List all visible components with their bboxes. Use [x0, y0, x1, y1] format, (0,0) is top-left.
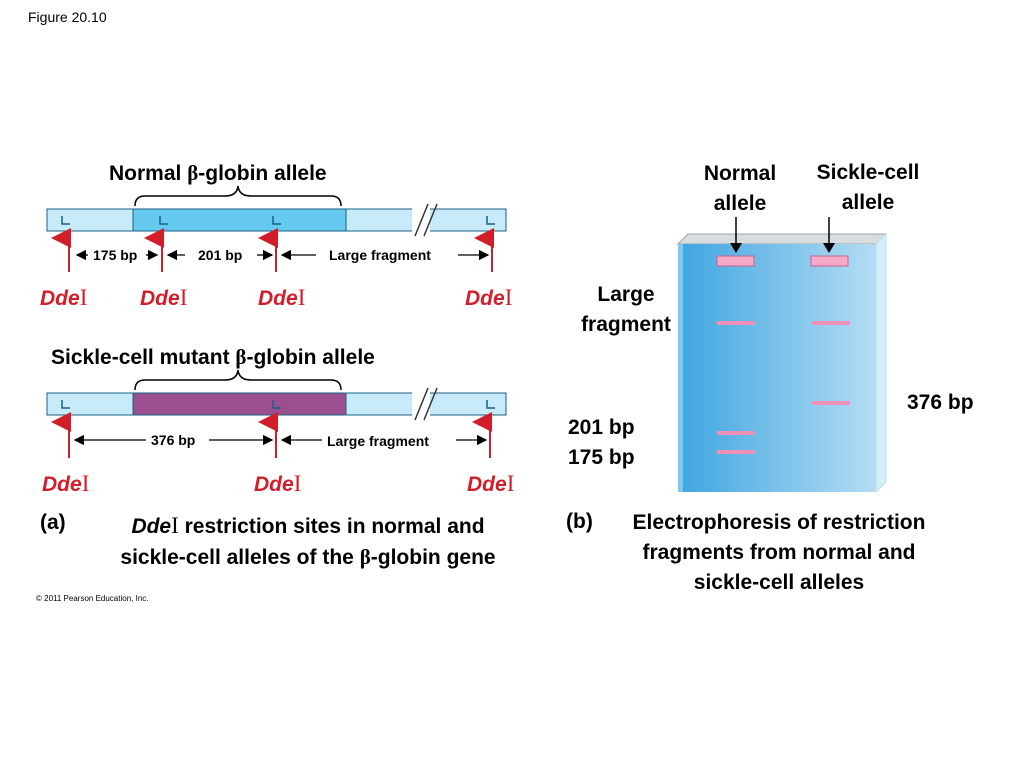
sickle-title-beta: β: [235, 345, 247, 369]
normal-site-arrows: [51, 228, 494, 272]
band-sickle-376: [812, 401, 850, 405]
enzyme-roman: I: [506, 471, 515, 496]
caption-a-line2-suffix: -globin gene: [370, 546, 496, 569]
band-normal-175: [717, 450, 755, 454]
label-175-bp: 175 bp: [568, 446, 635, 469]
normal-fragment-201: 201 bp: [198, 247, 243, 263]
lane-normal-line2: allele: [713, 192, 767, 215]
band-normal-large: [717, 321, 755, 325]
normal-fragment-large: Large fragment: [329, 247, 431, 263]
sickle-title-prefix: Sickle-cell mutant: [51, 346, 236, 369]
sickle-ddei-2: DdeI: [254, 471, 301, 497]
caption-b-line1: Electrophoresis of restriction: [632, 511, 926, 534]
enzyme-roman: I: [293, 471, 302, 496]
normal-allele-title: Normal β-globin allele: [109, 161, 327, 186]
enzyme-italic: Dde: [40, 287, 80, 310]
gel-bands: [717, 321, 850, 454]
caption-a-letter: (a): [40, 511, 66, 534]
band-sickle-large: [812, 321, 850, 325]
normal-ddei-4: DdeI: [465, 285, 512, 311]
gel-wells: [716, 255, 849, 267]
label-large-line2: fragment: [581, 313, 671, 336]
sickle-ddei-3: DdeI: [467, 471, 514, 497]
enzyme-italic: Dde: [42, 473, 82, 496]
label-201-bp: 201 bp: [568, 416, 635, 439]
caption-b: Electrophoresis of restriction fragments…: [596, 508, 962, 598]
sickle-fragment-large: Large fragment: [327, 433, 429, 449]
sickle-allele-title: Sickle-cell mutant β-globin allele: [51, 345, 375, 370]
enzyme-roman: I: [81, 471, 90, 496]
copyright: © 2011 Pearson Education, Inc.: [36, 594, 149, 603]
normal-ddei-3: DdeI: [258, 285, 305, 311]
caption-a-line2-prefix: sickle-cell alleles of the: [120, 546, 360, 569]
caption-a-enzyme-roman: I: [171, 513, 179, 538]
label-376-bp: 376 bp: [907, 391, 974, 414]
lane-normal-line1: Normal: [703, 162, 777, 185]
enzyme-italic: Dde: [467, 473, 507, 496]
caption-b-letter: (b): [566, 510, 593, 533]
normal-title-beta: β: [187, 161, 199, 185]
lane-label-sickle: Sickle-cell allele: [800, 158, 936, 218]
sickle-allele-strand: [46, 369, 507, 421]
enzyme-roman: I: [79, 285, 88, 310]
caption-b-line3: sickle-cell alleles: [693, 571, 865, 594]
normal-ddei-2: DdeI: [140, 285, 187, 311]
enzyme-roman: I: [179, 285, 188, 310]
figure-label: Figure 20.10: [28, 9, 107, 25]
normal-allele-strand: [46, 185, 507, 237]
lane-sickle-line2: allele: [841, 191, 895, 214]
label-large-line1: Large: [597, 283, 655, 306]
normal-fragment-175: 175 bp: [93, 247, 138, 263]
lane-label-normal: Normal allele: [690, 159, 790, 219]
enzyme-italic: Dde: [254, 473, 294, 496]
caption-b-line2: fragments from normal and: [642, 541, 916, 564]
caption-a: DdeI restriction sites in normal and sic…: [74, 511, 542, 573]
lane-sickle-line1: Sickle-cell: [816, 161, 920, 184]
caption-a-line2-beta: β: [359, 545, 371, 569]
gel: [676, 232, 888, 494]
normal-ddei-1: DdeI: [40, 285, 87, 311]
sickle-fragment-376: 376 bp: [151, 432, 196, 448]
enzyme-roman: I: [297, 285, 306, 310]
sickle-site-arrows: [51, 412, 492, 458]
caption-a-line2: sickle-cell alleles of the β-globin gene: [74, 542, 542, 573]
caption-a-enzyme-italic: Dde: [131, 515, 172, 538]
normal-title-suffix: -globin allele: [198, 162, 327, 185]
normal-title-prefix: Normal: [109, 162, 188, 185]
caption-a-line1: DdeI restriction sites in normal and: [74, 511, 542, 542]
enzyme-italic: Dde: [258, 287, 298, 310]
sickle-ddei-1: DdeI: [42, 471, 89, 497]
label-large-fragment: Large fragment: [566, 280, 686, 340]
sickle-title-suffix: -globin allele: [246, 346, 375, 369]
lane-arrows: [730, 217, 835, 253]
caption-a-line1-rest: restriction sites in normal and: [178, 515, 485, 538]
enzyme-italic: Dde: [140, 287, 180, 310]
enzyme-roman: I: [504, 285, 513, 310]
enzyme-italic: Dde: [465, 287, 505, 310]
band-normal-201: [717, 431, 755, 435]
